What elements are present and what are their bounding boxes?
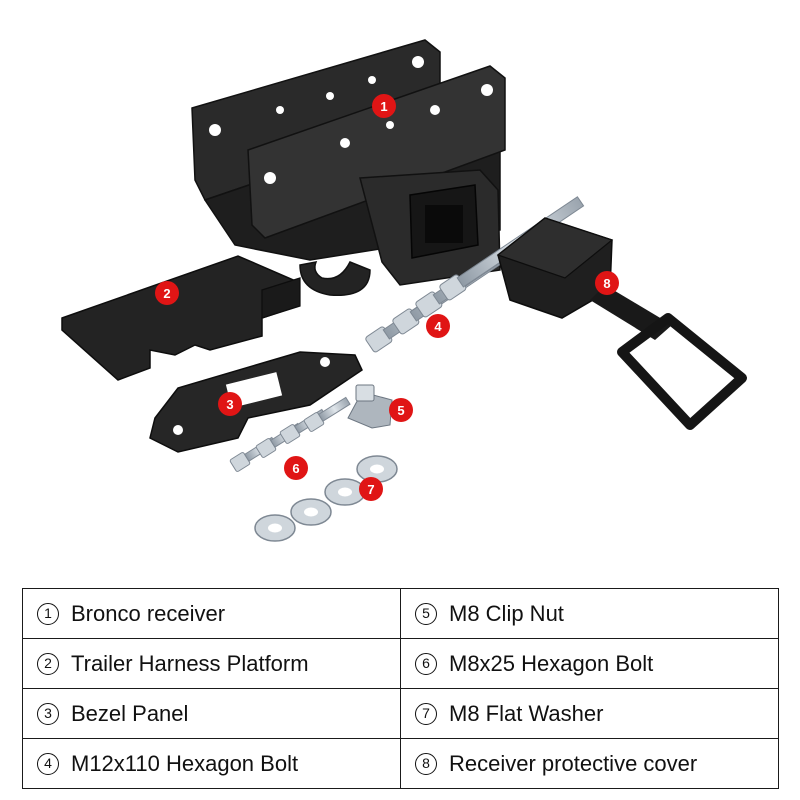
callout-8-badge: 8 bbox=[595, 271, 619, 295]
part-cell: 4 M12x110 Hexagon Bolt bbox=[22, 738, 401, 789]
svg-text:4: 4 bbox=[434, 319, 442, 334]
m8x25-hexagon-bolts-part bbox=[229, 396, 351, 472]
part-number-badge: 3 bbox=[37, 702, 59, 725]
m8-flat-washers-part bbox=[254, 455, 398, 542]
svg-text:2: 2 bbox=[163, 286, 170, 301]
part-name: Receiver protective cover bbox=[449, 750, 698, 776]
part-cell: 5 M8 Clip Nut bbox=[400, 588, 779, 639]
bronco-receiver-part bbox=[191, 39, 506, 297]
table-row: 2 Trailer Harness Platform 6 M8x25 Hexagon… bbox=[22, 638, 779, 689]
svg-text:6: 6 bbox=[292, 461, 299, 476]
part-name: Bezel Panel bbox=[71, 700, 189, 726]
part-cell: 3 Bezel Panel bbox=[22, 688, 401, 739]
callout-3-badge: 3 bbox=[218, 392, 242, 416]
svg-text:3: 3 bbox=[226, 397, 233, 412]
part-name: M12x110 Hexagon Bolt bbox=[71, 750, 299, 776]
part-cell: 8 Receiver protective cover bbox=[400, 738, 779, 789]
callout-5-badge: 5 bbox=[389, 398, 413, 422]
part-number-badge: 1 bbox=[37, 602, 59, 625]
svg-text:5: 5 bbox=[397, 403, 404, 418]
callout-6-badge: 6 bbox=[284, 456, 308, 480]
parts-list-table: 1 Bronco receiver 5 M8 Clip Nut 2 Trailer H… bbox=[22, 588, 779, 789]
part-number-badge: 8 bbox=[415, 752, 437, 775]
callout-1-badge: 1 bbox=[372, 94, 396, 118]
table-row: 4 M12x110 Hexagon Bolt 8 Receiver protecti… bbox=[22, 738, 779, 789]
product-illustration: 1 2 3 4 5 6 7 8 bbox=[61, 39, 747, 542]
part-name: Trailer Harness Platform bbox=[71, 650, 309, 676]
svg-text:1: 1 bbox=[380, 99, 387, 114]
svg-text:7: 7 bbox=[367, 482, 374, 497]
bezel-panel-part bbox=[149, 351, 363, 453]
part-number-badge: 2 bbox=[37, 652, 59, 675]
callout-2-badge: 2 bbox=[155, 281, 179, 305]
svg-text:8: 8 bbox=[603, 276, 610, 291]
table-row: 3 Bezel Panel 7 M8 Flat Washer bbox=[22, 688, 779, 739]
part-cell: 6 M8x25 Hexagon Bolt bbox=[400, 638, 779, 689]
m8-clip-nut-part bbox=[347, 384, 393, 429]
table-row: 1 Bronco receiver 5 M8 Clip Nut bbox=[22, 588, 779, 639]
part-cell: 1 Bronco receiver bbox=[22, 588, 401, 639]
part-number-badge: 4 bbox=[37, 752, 59, 775]
part-number-badge: 6 bbox=[415, 652, 437, 675]
part-cell: 2 Trailer Harness Platform bbox=[22, 638, 401, 689]
part-name: M8 Flat Washer bbox=[449, 700, 604, 726]
callout-7-badge: 7 bbox=[359, 477, 383, 501]
part-number-badge: 7 bbox=[415, 702, 437, 725]
part-name: Bronco receiver bbox=[71, 600, 226, 626]
part-name: M8x25 Hexagon Bolt bbox=[449, 650, 654, 676]
part-number-badge: 5 bbox=[415, 602, 437, 625]
part-name: M8 Clip Nut bbox=[449, 600, 564, 626]
part-cell: 7 M8 Flat Washer bbox=[400, 688, 779, 739]
receiver-protective-cover-part bbox=[496, 217, 747, 430]
trailer-harness-platform-part bbox=[61, 255, 301, 381]
callout-4-badge: 4 bbox=[426, 314, 450, 338]
